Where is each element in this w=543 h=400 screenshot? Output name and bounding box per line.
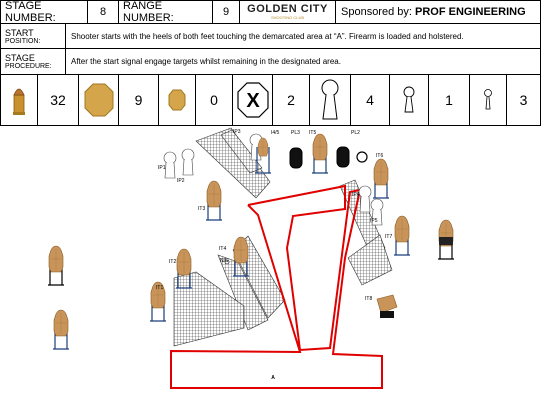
- label-pl3: PL3: [291, 130, 300, 136]
- stage-number-value: 8: [87, 0, 119, 24]
- label-ip2: IP2: [177, 178, 185, 184]
- label-pl2: PL2: [351, 130, 360, 136]
- wall-upper-right: [339, 179, 393, 286]
- label-ip3: IP3: [233, 129, 241, 135]
- mini-poppers-count: 1: [428, 74, 470, 126]
- label-ip1: IP1: [158, 165, 166, 171]
- sponsor-name: PROF ENGINEERING: [415, 6, 526, 18]
- start-position-text: Shooter starts with the heels of both fe…: [65, 23, 541, 49]
- range-number-value: 9: [212, 0, 240, 24]
- label-it1: IT1: [156, 285, 163, 291]
- mini-popper-icon: [389, 74, 429, 126]
- popper-ip5: [370, 198, 384, 226]
- small-octagon-icon: [158, 74, 196, 126]
- club-logo-text: GOLDEN CITY: [247, 3, 328, 15]
- svg-text:X: X: [246, 90, 260, 112]
- no-shoots-count: 2: [272, 74, 310, 126]
- octagon-target-icon: [78, 74, 119, 126]
- popper-ip2: [181, 148, 195, 176]
- shooting-area-outline: [170, 184, 383, 389]
- start-position-label: START POSITION:: [0, 23, 66, 49]
- plate-small: [356, 151, 368, 163]
- procedure-label-line2: PROCEDURE:: [5, 63, 52, 70]
- poppers-count: 4: [350, 74, 390, 126]
- label-it5: IT5: [309, 130, 316, 136]
- stage-diagram: A IP3 IP1 IP2 I4/5 PL3 I: [47, 127, 455, 389]
- start-a-label: A: [271, 375, 275, 381]
- target-right: [437, 219, 455, 260]
- cartridge-icon: [0, 74, 38, 126]
- label-it6: IT6: [376, 153, 383, 159]
- rounds-count: 32: [37, 74, 79, 126]
- procedure-label-line1: STAGE: [5, 53, 35, 63]
- target-it6: [372, 158, 390, 199]
- no-shoot-ns: [224, 259, 230, 265]
- label-ip4: IP4: [352, 192, 360, 198]
- stage-number-label: STAGE NUMBER:: [0, 0, 88, 24]
- popper-icon: [309, 74, 351, 126]
- popper-ip4: [358, 185, 372, 213]
- label-it3: IT3: [198, 206, 205, 212]
- sponsor-label: Sponsored by:: [341, 6, 412, 18]
- pepper-poppers-count: 3: [506, 74, 541, 126]
- label-i45: I4/5: [271, 130, 280, 136]
- label-ip5: IP5: [370, 218, 378, 224]
- target-left-top: [47, 245, 65, 286]
- plate-pl2: [336, 146, 350, 168]
- start-label-line1: START: [5, 27, 34, 38]
- label-it2: IT2: [169, 259, 176, 265]
- stage-procedure-label: STAGE PROCEDURE:: [0, 48, 66, 75]
- popper-ip1: [163, 151, 177, 179]
- label-it4: IT4: [219, 246, 226, 252]
- plate-pl3: [289, 147, 303, 169]
- stage-procedure-text: After the start signal engage targets wh…: [65, 48, 541, 75]
- pepper-popper-icon: [469, 74, 507, 126]
- target-left-bottom: [52, 309, 70, 350]
- range-number-label: RANGE NUMBER:: [118, 0, 213, 24]
- sponsor: Sponsored by: PROF ENGINEERING: [335, 0, 541, 24]
- label-ns: N/S: [220, 258, 229, 264]
- label-it7: IT7: [385, 234, 392, 240]
- club-logo: GOLDEN CITY SHOOTING CLUB: [239, 0, 336, 24]
- steel-plates-count: 0: [195, 74, 233, 126]
- target-it8: [376, 294, 398, 318]
- start-label-line2: POSITION:: [5, 37, 41, 45]
- wall-lower-left: [173, 271, 245, 347]
- target-it7: [393, 215, 411, 256]
- club-logo-sub: SHOOTING CLUB: [270, 15, 305, 20]
- target-it3: [205, 180, 223, 221]
- label-it8: IT8: [365, 296, 372, 302]
- target-it5: [311, 133, 329, 174]
- no-shoot-x-icon: X: [232, 74, 273, 126]
- paper-targets-count: 9: [118, 74, 159, 126]
- wall-upper-left: [195, 127, 271, 199]
